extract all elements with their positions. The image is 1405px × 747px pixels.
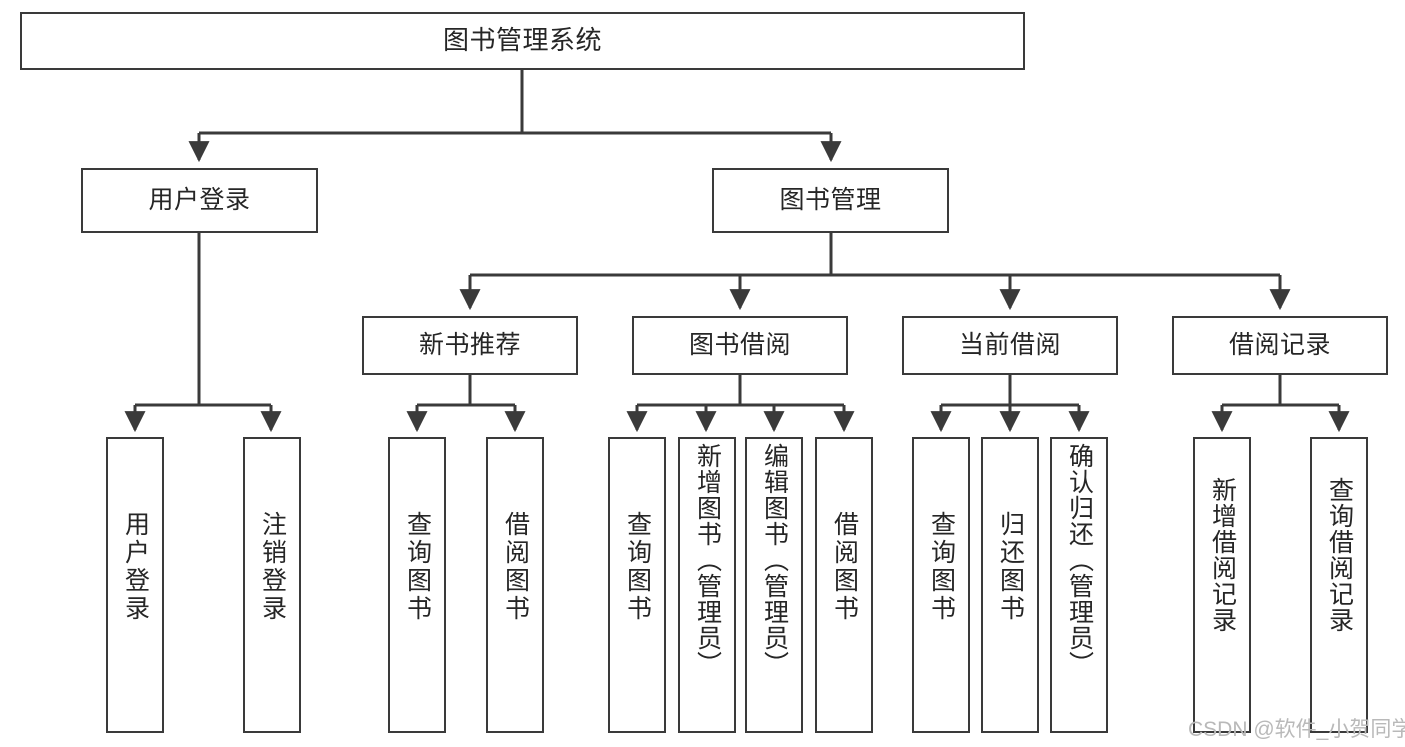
leaf-borrow-record-query-record[interactable]: 查询借阅记录 bbox=[1310, 437, 1368, 733]
csdn-watermark: CSDN @软件_小贺同学 bbox=[1188, 718, 1405, 741]
node-label: 图书管理系统 bbox=[442, 25, 602, 56]
node-label: 确认归还（管理员） bbox=[1065, 443, 1094, 677]
leaf-book-borrow-add-book[interactable]: 新增图书（管理员） bbox=[678, 437, 736, 733]
node-label: 查询图书 bbox=[403, 511, 432, 623]
node-label: 借阅图书 bbox=[830, 511, 859, 623]
leaf-user-login-logout[interactable]: 注销登录 bbox=[243, 437, 301, 733]
node-label: 新增图书（管理员） bbox=[693, 443, 722, 677]
node-label: 图书借阅 bbox=[688, 331, 791, 360]
node-label: 新书推荐 bbox=[418, 331, 521, 360]
node-label: 用户登录 bbox=[148, 186, 251, 215]
node-user-login[interactable]: 用户登录 bbox=[81, 168, 318, 233]
leaf-current-borrow-query-book[interactable]: 查询图书 bbox=[912, 437, 970, 733]
leaf-book-borrow-borrow-book[interactable]: 借阅图书 bbox=[815, 437, 873, 733]
leaf-new-book-query-book[interactable]: 查询图书 bbox=[388, 437, 446, 733]
node-label: 查询图书 bbox=[623, 511, 652, 623]
node-new-book-recommend[interactable]: 新书推荐 bbox=[362, 316, 578, 375]
node-label: 查询图书 bbox=[927, 511, 956, 623]
node-label: 新增借阅记录 bbox=[1208, 477, 1237, 633]
node-current-borrow[interactable]: 当前借阅 bbox=[902, 316, 1118, 375]
node-label: 归还图书 bbox=[996, 511, 1025, 623]
node-borrow-record[interactable]: 借阅记录 bbox=[1172, 316, 1388, 375]
node-label: 用户登录 bbox=[121, 511, 150, 623]
node-label: 借阅图书 bbox=[501, 511, 530, 623]
node-root-system[interactable]: 图书管理系统 bbox=[20, 12, 1025, 70]
node-label: 注销登录 bbox=[258, 511, 287, 623]
node-label: 查询借阅记录 bbox=[1325, 477, 1354, 633]
leaf-current-borrow-return-book[interactable]: 归还图书 bbox=[981, 437, 1039, 733]
leaf-new-book-borrow-book[interactable]: 借阅图书 bbox=[486, 437, 544, 733]
node-book-management[interactable]: 图书管理 bbox=[712, 168, 949, 233]
node-label: 借阅记录 bbox=[1228, 331, 1331, 360]
node-label: 当前借阅 bbox=[958, 331, 1061, 360]
node-label: 图书管理 bbox=[779, 186, 882, 215]
leaf-current-borrow-confirm-return[interactable]: 确认归还（管理员） bbox=[1050, 437, 1108, 733]
leaf-book-borrow-query-book[interactable]: 查询图书 bbox=[608, 437, 666, 733]
leaf-borrow-record-add-record[interactable]: 新增借阅记录 bbox=[1193, 437, 1251, 733]
leaf-user-login-login[interactable]: 用户登录 bbox=[106, 437, 164, 733]
leaf-book-borrow-edit-book[interactable]: 编辑图书（管理员） bbox=[745, 437, 803, 733]
node-label: 编辑图书（管理员） bbox=[760, 443, 789, 677]
node-book-borrow[interactable]: 图书借阅 bbox=[632, 316, 848, 375]
